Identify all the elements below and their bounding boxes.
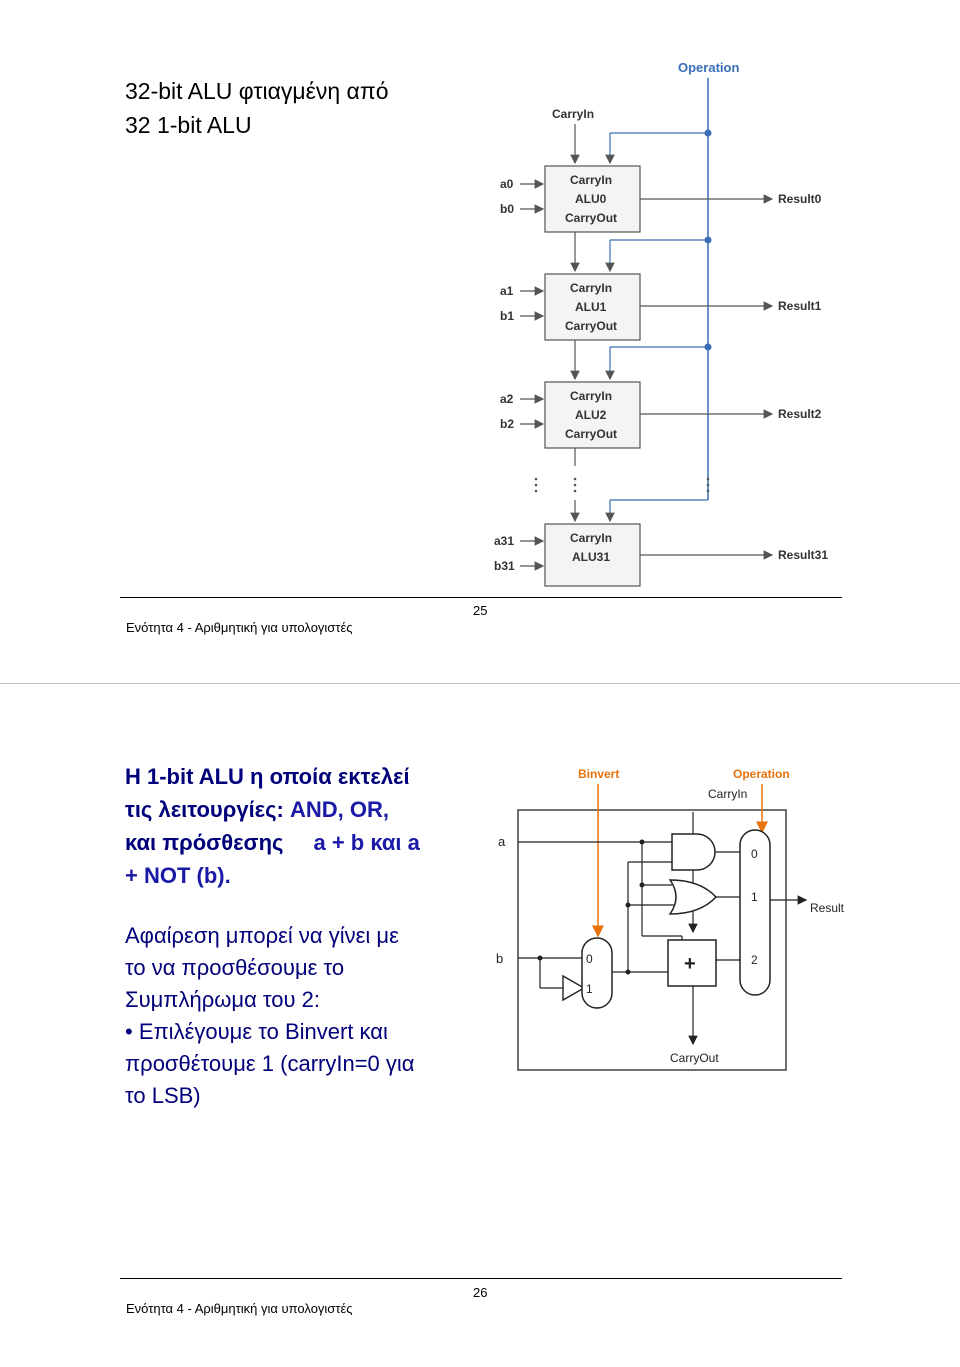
- adder-block: [667, 939, 717, 987]
- carryout-label: CarryOut: [670, 1051, 719, 1065]
- footer-text-2: Ενότητα 4 - Αριθμητική για υπολογιστές: [126, 1301, 353, 1316]
- alu31-name: ALU31: [572, 550, 610, 564]
- alu31-a-label: a31: [494, 534, 514, 548]
- ellipsis-dots: [534, 477, 710, 493]
- a-label: a: [498, 834, 506, 849]
- mux-in-0: 0: [751, 847, 758, 861]
- alu0-a-label: a0: [500, 177, 514, 191]
- heading-line-2: τις λειτουργίες: AND, OR,: [125, 797, 389, 822]
- alu0-carryout: CarryOut: [565, 211, 617, 225]
- alu0-name: ALU0: [575, 192, 607, 206]
- or-gate: [668, 879, 718, 915]
- body-line-2: το να προσθέσουμε το: [125, 955, 345, 980]
- title-line-1: 32-bit ALU φτιαγμένη από: [125, 78, 389, 104]
- carryin-top-label: CarryIn: [552, 107, 594, 121]
- alu-frame: [517, 809, 787, 1071]
- carryin-label: CarryIn: [708, 787, 747, 801]
- alu-32bit-diagram: Operation CarryIn CarryIn ALU0 CarryOut …: [494, 60, 828, 587]
- alu1-block: CarryIn ALU1 CarryOut a1 b1 Result1: [500, 273, 822, 381]
- slide-25: 32-bit ALU φτιαγμένη από 32 1-bit ALU Op…: [0, 0, 960, 683]
- alu1-result: Result1: [778, 299, 822, 313]
- alu2-name: ALU2: [575, 408, 607, 422]
- footer-rule-2: [120, 1278, 842, 1279]
- alu1-carryout: CarryOut: [565, 319, 617, 333]
- bullet-line-3: το LSB): [125, 1083, 201, 1108]
- alu1-carryin: CarryIn: [570, 281, 612, 295]
- bullet-icon: •: [125, 1019, 133, 1044]
- binvert-label: Binvert: [578, 767, 619, 781]
- page-separator: [0, 683, 960, 684]
- alu2-carryout: CarryOut: [565, 427, 617, 441]
- body-line-1: Αφαίρεση μπορεί να γίνει με: [125, 923, 399, 948]
- alu-1bit-diagram: Binvert Operation CarryIn a 0 1 2 Result…: [496, 767, 845, 1071]
- alu2-result: Result2: [778, 407, 822, 421]
- alu2-block: CarryIn ALU2 CarryOut a2 b2 Result2: [500, 381, 822, 466]
- body-line-3: Συμπλήρωμα του 2:: [125, 987, 321, 1012]
- operation-label: Operation: [733, 767, 790, 781]
- result-mux: [739, 829, 771, 996]
- slide-title: 32-bit ALU φτιαγμένη από 32 1-bit ALU: [125, 74, 389, 142]
- alu31-carryin: CarryIn: [570, 531, 612, 545]
- alu0-b-label: b0: [500, 202, 514, 216]
- slide-body: Αφαίρεση μπορεί να γίνει με το να προσθέ…: [125, 920, 415, 1112]
- alu1-a-label: a1: [500, 284, 514, 298]
- bullet-line-1: • Επιλέγουμε το Binvert και: [125, 1019, 388, 1044]
- alu31-result: Result31: [778, 548, 828, 562]
- alu0-result: Result0: [778, 192, 822, 206]
- page-number-2: 26: [473, 1285, 488, 1300]
- alu2-b-label: b2: [500, 417, 514, 431]
- alu2-a-label: a2: [500, 392, 514, 406]
- footer-text: Ενότητα 4 - Αριθμητική για υπολογιστές: [126, 620, 353, 635]
- operation-label: Operation: [678, 60, 739, 75]
- heading-line-1: Η 1-bit ALU η οποία εκτελεί: [125, 764, 410, 789]
- b-label: b: [496, 951, 503, 966]
- page-number: 25: [473, 603, 488, 618]
- alu0-block: CarryIn ALU0 CarryOut a0 b0 Result0: [500, 165, 822, 273]
- bullet-line-2: προσθέτουμε 1 (carryIn=0 για: [125, 1051, 415, 1076]
- alu31-b-label: b31: [494, 559, 515, 573]
- mux-in-2: 2: [751, 953, 758, 967]
- footer-rule: [120, 597, 842, 598]
- and-gate: [671, 833, 716, 871]
- alu0-carryin: CarryIn: [570, 173, 612, 187]
- result-label: Result: [810, 901, 845, 915]
- alu1-b-label: b1: [500, 309, 514, 323]
- mux-in-1: 1: [751, 890, 758, 904]
- b-mux: [581, 937, 613, 1009]
- adder-symbol: +: [684, 953, 696, 975]
- bmux-in-0: 0: [586, 952, 593, 966]
- alu1-name: ALU1: [575, 300, 607, 314]
- alu2-carryin: CarryIn: [570, 389, 612, 403]
- heading-line-4: + NOT (b).: [125, 863, 231, 888]
- bmux-in-1: 1: [586, 982, 593, 996]
- slide-heading: Η 1-bit ALU η οποία εκτελεί τις λειτουργ…: [125, 760, 495, 892]
- alu31-block: CarryIn ALU31 a31 b31 Result31: [494, 523, 828, 587]
- not-gate: [562, 974, 586, 1002]
- title-line-2: 32 1-bit ALU: [125, 112, 252, 138]
